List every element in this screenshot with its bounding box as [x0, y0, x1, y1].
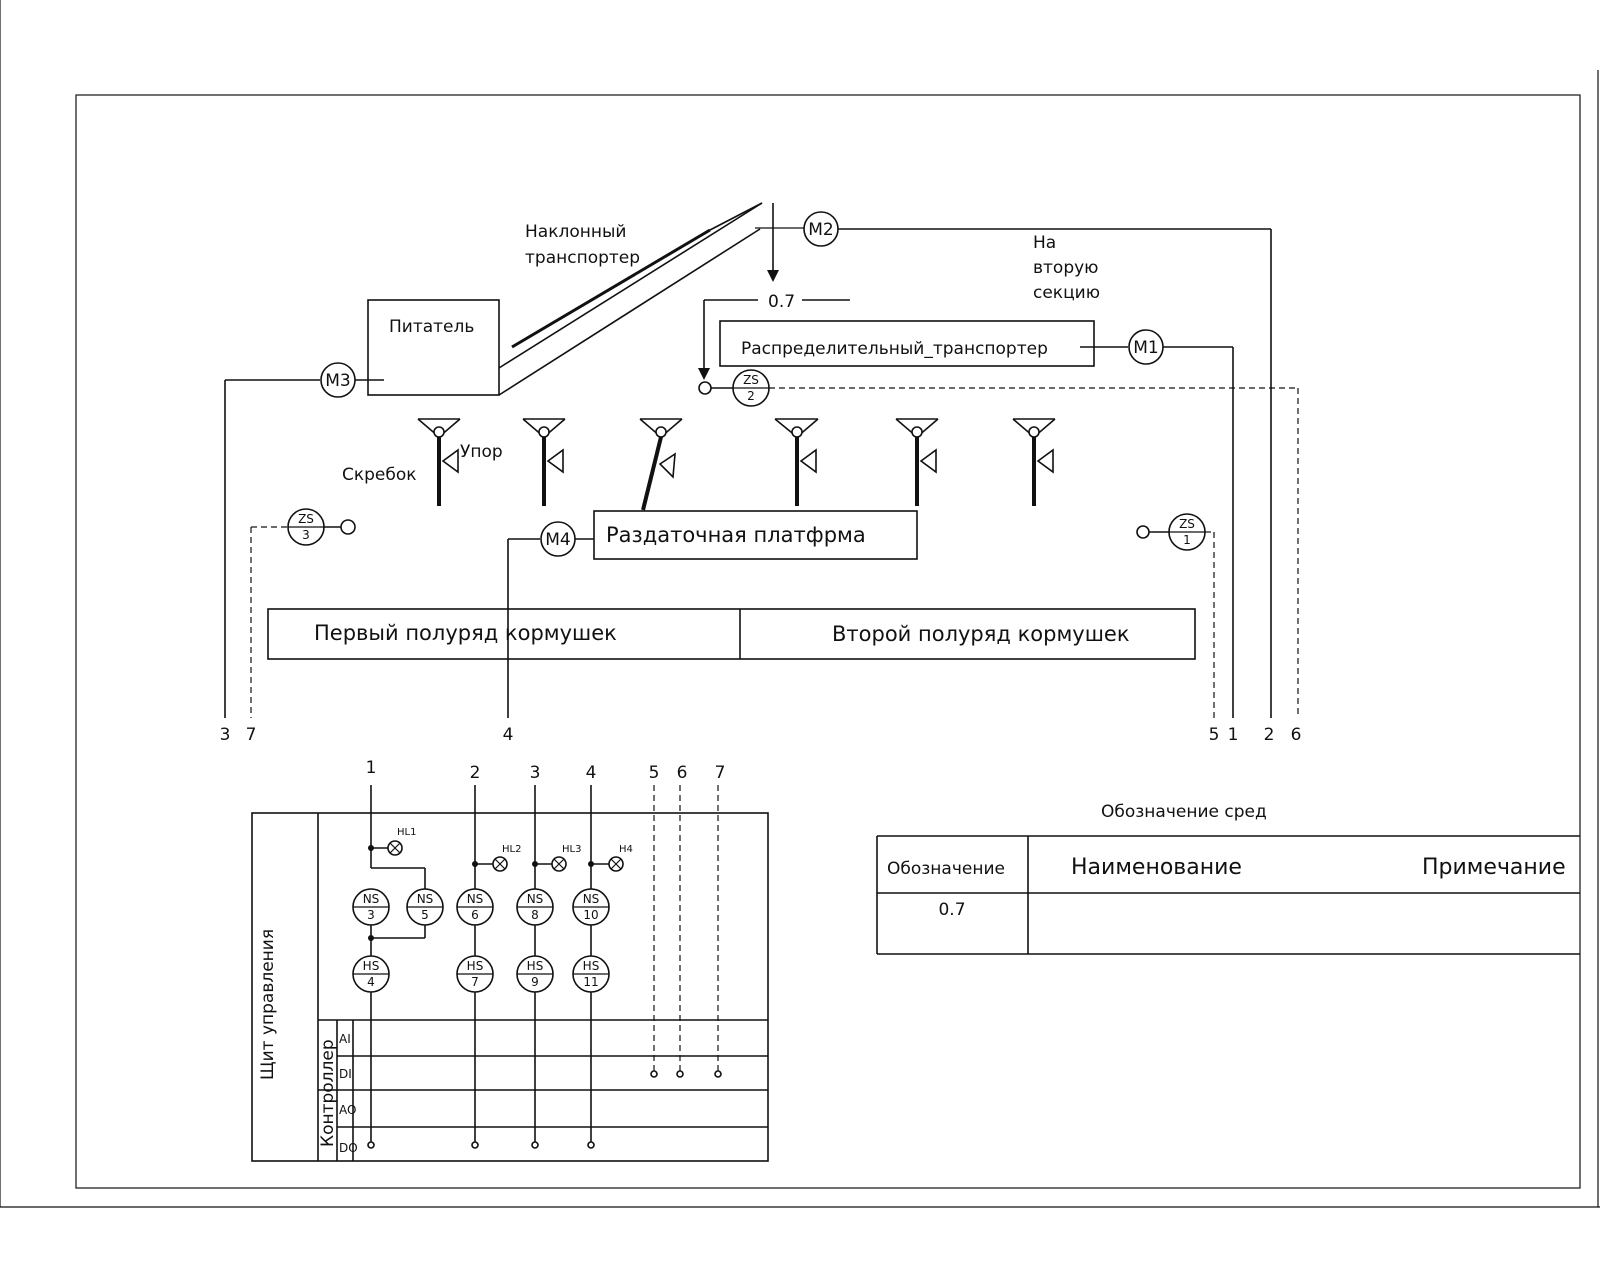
svg-text:1: 1	[1183, 533, 1191, 547]
platform-label: Раздаточная платфрма	[606, 523, 866, 547]
svg-text:7: 7	[471, 975, 479, 989]
medium-line: 0.7	[698, 292, 850, 380]
motor-m1-label: M1	[1133, 338, 1158, 358]
svg-text:NS: NS	[583, 892, 600, 906]
svg-text:2: 2	[470, 763, 481, 783]
svg-text:NS: NS	[527, 892, 544, 906]
scrapers: Скребок Упор	[342, 418, 1056, 511]
svg-text:DO: DO	[339, 1141, 358, 1155]
limit-switch-zs2: ZS 2	[698, 369, 1299, 718]
distribution-conveyor-label: Распределительный_транспортер	[741, 339, 1048, 359]
scraper-3	[639, 418, 683, 511]
svg-text:4: 4	[367, 975, 375, 989]
sheet-frame	[0, 0, 1600, 1208]
incline-conveyor: Наклонный транспортер	[498, 202, 763, 396]
legend-header-note: Примечание	[1422, 855, 1566, 880]
motor-m3: M3	[224, 362, 384, 718]
svg-text:секцию: секцию	[1033, 283, 1100, 303]
stop-label: Упор	[460, 442, 503, 462]
limit-switch-zs1: ZS 1	[1136, 513, 1215, 718]
scraper-5	[895, 418, 939, 506]
process-line-numbers: 3 7 4 5 1 2 6	[220, 725, 1302, 745]
incline-conveyor-label-2: транспортер	[525, 248, 640, 268]
svg-text:NS: NS	[363, 892, 380, 906]
svg-text:AI: AI	[339, 1032, 351, 1046]
svg-text:HS: HS	[583, 959, 600, 973]
scraper-4	[774, 418, 819, 506]
svg-text:ZS: ZS	[1179, 517, 1195, 531]
scraper-2	[522, 418, 566, 506]
feeder-label: Питатель	[389, 317, 474, 337]
svg-text:HL2: HL2	[502, 844, 521, 855]
motor-m3-label: M3	[325, 371, 350, 391]
svg-text:6: 6	[1291, 725, 1302, 745]
svg-text:NS: NS	[417, 892, 434, 906]
scraper-6	[1012, 418, 1056, 506]
discharge-arrow	[755, 203, 805, 282]
svg-text:5: 5	[649, 763, 660, 783]
svg-text:11: 11	[583, 975, 598, 989]
distribution-conveyor: Распределительный_транспортер	[719, 320, 1128, 367]
distribution-platform: Раздаточная платфрма	[593, 510, 918, 560]
svg-text:5: 5	[421, 908, 429, 922]
svg-text:4: 4	[586, 763, 597, 783]
svg-text:3: 3	[302, 528, 310, 542]
svg-text:AO: AO	[339, 1103, 356, 1117]
control-panel: 1 2 3 4 5 6 7 Щит управления Контроллер …	[251, 758, 769, 1162]
scraper-label: Скребок	[342, 465, 417, 485]
media-legend: Обозначение сред Обозначение Наименовани…	[876, 802, 1580, 955]
svg-text:DI: DI	[339, 1067, 352, 1081]
svg-text:7: 7	[246, 725, 257, 745]
limit-switch-zs3: ZS 3	[250, 508, 356, 718]
svg-text:2: 2	[1264, 725, 1275, 745]
motor-m4-label: M4	[545, 530, 570, 550]
scraper-1	[417, 418, 461, 506]
panel-title: Щит управления	[258, 929, 278, 1080]
svg-text:7: 7	[715, 763, 726, 783]
legend-row-code: 0.7	[938, 900, 965, 920]
svg-text:HS: HS	[363, 959, 380, 973]
motor-m2: M2	[803, 211, 1272, 718]
svg-text:HS: HS	[467, 959, 484, 973]
svg-text:NS: NS	[467, 892, 484, 906]
svg-text:HL3: HL3	[562, 844, 581, 855]
svg-text:4: 4	[503, 725, 514, 745]
legend-title: Обозначение сред	[1101, 802, 1267, 822]
svg-text:3: 3	[530, 763, 541, 783]
svg-text:ZS: ZS	[298, 512, 314, 526]
feeder: Питатель	[367, 299, 500, 396]
svg-text:2: 2	[747, 389, 755, 403]
svg-text:6: 6	[471, 908, 479, 922]
incline-conveyor-label-1: Наклонный	[525, 222, 626, 242]
controller-label: Контроллер	[318, 1039, 338, 1147]
legend-header-name: Наименование	[1071, 855, 1242, 880]
svg-text:1: 1	[1228, 725, 1239, 745]
svg-text:8: 8	[531, 908, 539, 922]
motor-m2-label: M2	[808, 220, 833, 240]
svg-text:1: 1	[366, 758, 377, 778]
svg-text:5: 5	[1209, 725, 1220, 745]
medium-line-label: 0.7	[768, 292, 795, 312]
svg-text:ZS: ZS	[743, 373, 759, 387]
svg-text:H4: H4	[619, 844, 633, 855]
row1-label: Первый полуряд кормушек	[314, 621, 617, 645]
svg-text:HL1: HL1	[397, 827, 416, 838]
svg-text:3: 3	[220, 725, 231, 745]
motor-m4: M4	[507, 521, 594, 718]
legend-header-code: Обозначение	[887, 859, 1005, 879]
svg-text:HS: HS	[527, 959, 544, 973]
svg-text:9: 9	[531, 975, 539, 989]
feeder-rows: Первый полуряд кормушек Второй полуряд к…	[267, 608, 1196, 660]
svg-text:6: 6	[677, 763, 688, 783]
svg-text:На: На	[1033, 233, 1056, 253]
svg-text:10: 10	[583, 908, 598, 922]
motor-m1: M1	[1128, 329, 1234, 718]
svg-text:вторую: вторую	[1033, 258, 1099, 278]
svg-text:3: 3	[367, 908, 375, 922]
row2-label: Второй полуряд кормушек	[832, 622, 1130, 646]
second-section-label: На вторую секцию	[1033, 233, 1100, 303]
